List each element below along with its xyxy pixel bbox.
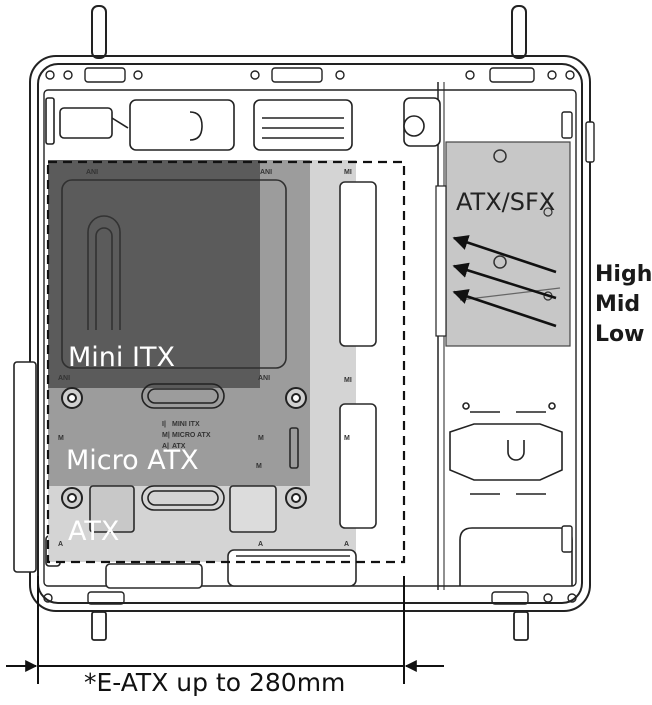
mark-ani-3: ANI bbox=[58, 375, 70, 382]
top-rail bbox=[45, 67, 575, 83]
mark-m-2: M bbox=[258, 435, 264, 442]
position-low-label: Low bbox=[595, 322, 645, 347]
bottom-rail bbox=[43, 591, 577, 605]
arrow-mid bbox=[452, 262, 557, 300]
left-side-parts bbox=[13, 97, 129, 573]
arrow-low bbox=[452, 289, 557, 328]
mark-ani-1: ANI bbox=[86, 169, 98, 176]
mini-itx-label: Mini ITX bbox=[68, 342, 175, 373]
legend-atx: ATX bbox=[172, 443, 186, 450]
e-atx-outline bbox=[46, 160, 406, 564]
dimension-label: *E-ATX up to 280mm bbox=[84, 668, 346, 697]
mark-mi-1: MI bbox=[344, 169, 352, 176]
legend-mini: MINI ITX bbox=[172, 421, 200, 428]
psu-label: ATX/SFX bbox=[456, 188, 556, 216]
mark-ani-2: ANI bbox=[260, 169, 272, 176]
mark-m-1: M bbox=[58, 435, 64, 442]
legend-micro: MICRO ATX bbox=[172, 432, 211, 439]
board-details bbox=[61, 179, 377, 589]
mark-m-3: M bbox=[344, 435, 350, 442]
psu-bay bbox=[435, 141, 571, 347]
mark-a-1: A bbox=[58, 541, 63, 548]
micro-atx-label: Micro ATX bbox=[66, 445, 199, 476]
svg-text:M|: M| bbox=[162, 432, 170, 439]
mark-m-4: M bbox=[256, 463, 262, 470]
mini-itx-region bbox=[48, 160, 260, 388]
mark-mi-2: MI bbox=[344, 377, 352, 384]
standoff-legend: I| MINI ITX M| MICRO ATX A| ATX bbox=[162, 421, 211, 450]
arrow-high bbox=[452, 235, 557, 274]
right-edge-screws bbox=[561, 111, 595, 553]
mark-a-3: A bbox=[344, 541, 349, 548]
top-handles bbox=[91, 5, 527, 59]
standoff-marks: ANI ANI ANI ANI MI MI M M M M A A A bbox=[58, 169, 352, 548]
svg-text:A|: A| bbox=[162, 443, 169, 450]
mark-ani-4: ANI bbox=[258, 375, 270, 382]
case-feet bbox=[91, 611, 529, 641]
top-cutouts bbox=[129, 97, 441, 151]
standoffs bbox=[61, 387, 307, 509]
psu-arrows bbox=[452, 235, 557, 328]
dimension-marker bbox=[6, 576, 444, 684]
position-high-label: High bbox=[595, 262, 652, 287]
atx-label: ATX bbox=[68, 516, 120, 547]
lower-cage bbox=[449, 402, 573, 586]
svg-text:I|: I| bbox=[162, 421, 166, 428]
mark-a-2: A bbox=[258, 541, 263, 548]
position-mid-label: Mid bbox=[595, 292, 641, 317]
